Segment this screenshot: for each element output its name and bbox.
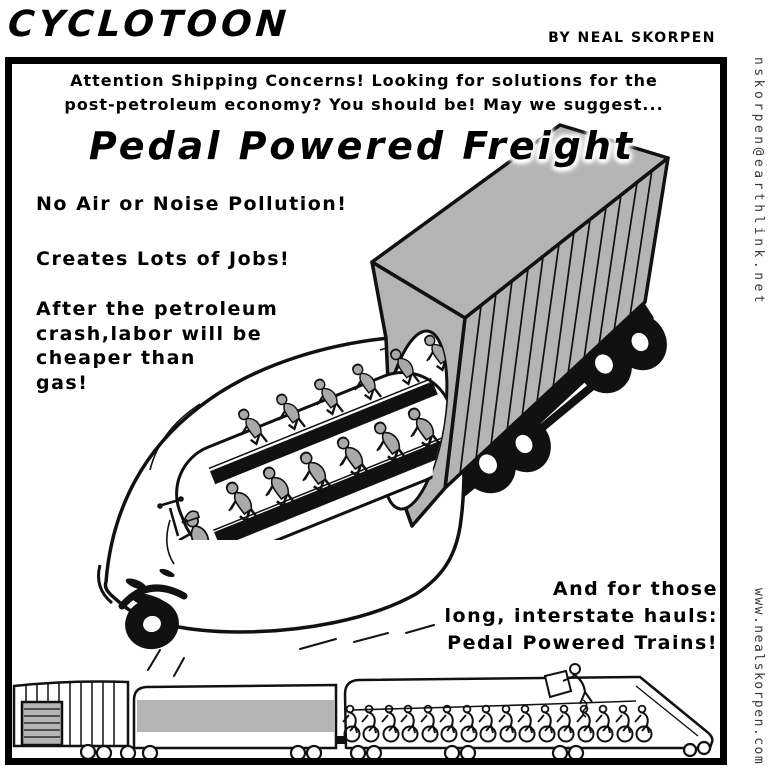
train-locomotive (342, 663, 714, 762)
selling-point-3-line-2: crash,labor will be (36, 322, 263, 345)
driver-figure (178, 510, 210, 540)
intro-line-2: post-petroleum economy? You should be! M… (64, 94, 664, 114)
intro-caption: Attention Shipping Concerns! Looking for… (12, 69, 716, 116)
selling-point-3-line-3: cheaper than (36, 347, 196, 369)
panel-headline: Pedal Powered Freight (88, 124, 636, 168)
outro-caption: And for those long, interstate hauls: Pe… (445, 576, 719, 657)
selling-point-3: After the petroleum crash,labor will be … (36, 297, 278, 395)
intro-line-1: Attention Shipping Concerns! Looking for… (70, 71, 658, 90)
cargo-container (370, 123, 670, 528)
outro-line-3: Pedal Powered Trains! (447, 632, 718, 654)
author-website-text: www.nealskorpen.com (751, 588, 766, 766)
truck-illustration (97, 123, 670, 677)
author-byline: BY NEAL SKORPEN (548, 30, 716, 46)
handlebar (157, 496, 184, 537)
masthead-title: CYCLOTOON (6, 4, 292, 45)
selling-point-3-line-1: After the petroleum (36, 298, 279, 320)
train-boxcar (12, 680, 137, 762)
outro-line-2: long, interstate hauls: (444, 605, 718, 627)
motion-lines (147, 624, 435, 677)
author-email-text: nskorpen@earthlink.net (751, 57, 766, 307)
selling-point-3-line-4: gas! (36, 371, 89, 394)
pod-front-wheel (97, 564, 188, 650)
train-stripe-car (132, 683, 346, 762)
engineer-figure (543, 663, 593, 718)
crew-riders (157, 330, 458, 540)
train-illustration (12, 663, 714, 762)
selling-point-2: Creates Lots of Jobs! (36, 248, 291, 270)
outro-line-1: And for those (552, 578, 718, 600)
selling-point-1: No Air or Noise Pollution! (36, 193, 348, 215)
